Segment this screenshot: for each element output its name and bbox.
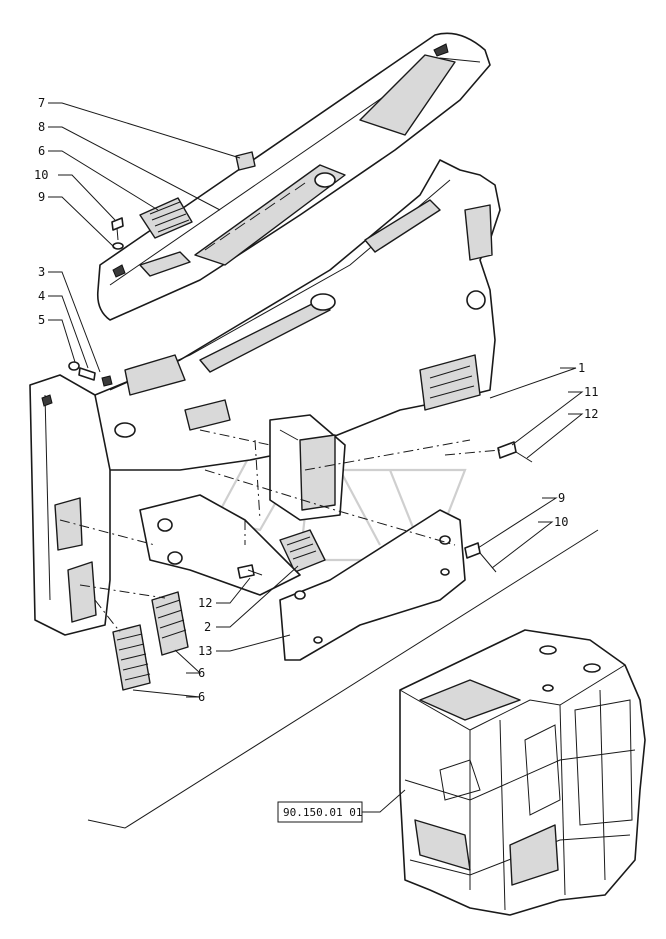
- lower-cover-part-13: [279, 509, 466, 661]
- screws-right-lower: [464, 542, 497, 573]
- callout-5: 5: [38, 313, 45, 327]
- callout-9-lower: 9: [558, 491, 565, 505]
- assembly-lines: [59, 429, 501, 633]
- callout-10-upper: 10: [34, 168, 48, 182]
- reference-label: 90.150.01 01: [283, 806, 362, 819]
- callout-6-lower-b: 6: [198, 666, 205, 680]
- air-vent-part-6-upper: [139, 197, 193, 239]
- callout-6-lower-a: 6: [198, 690, 205, 704]
- callout-12-left: 12: [198, 596, 212, 610]
- screws-right-upper: [497, 441, 533, 463]
- air-duct-part-2: [279, 529, 326, 573]
- callout-labels: 7 8 6 10 9 3 4 5 1 11 12 9 10 12 2 13 6 …: [34, 96, 598, 704]
- air-vent-part-6-lower-b: [151, 591, 189, 656]
- leader-lines: [48, 102, 599, 829]
- screw-part-10-upper: [111, 217, 124, 250]
- main-headliner-panel: [94, 159, 501, 471]
- screw-part-12-left: [237, 564, 263, 579]
- callout-6-upper: 6: [38, 144, 45, 158]
- fasteners-parts-3-4-5: [68, 361, 113, 387]
- callout-7: 7: [38, 96, 45, 110]
- callout-11: 11: [584, 385, 598, 399]
- upper-roof-panel: [96, 32, 491, 321]
- left-console-bracket: [139, 494, 301, 596]
- cab-frame-assembly: [399, 629, 646, 916]
- callout-12-right: 12: [584, 407, 598, 421]
- left-pillar-panel: [29, 374, 111, 636]
- callout-13: 13: [198, 644, 212, 658]
- air-vent-part-6-lower-a: [112, 624, 151, 691]
- callout-9-upper: 9: [38, 190, 45, 204]
- reference-box: 90.150.01 01: [277, 801, 363, 823]
- center-bracket-part-1: [269, 414, 346, 521]
- callout-4: 4: [38, 289, 45, 303]
- callout-2: 2: [204, 620, 211, 634]
- callout-10-lower: 10: [554, 515, 568, 529]
- clip-part-7: [235, 151, 256, 171]
- callout-1: 1: [578, 361, 585, 375]
- callout-3: 3: [38, 265, 45, 279]
- callout-8: 8: [38, 120, 45, 134]
